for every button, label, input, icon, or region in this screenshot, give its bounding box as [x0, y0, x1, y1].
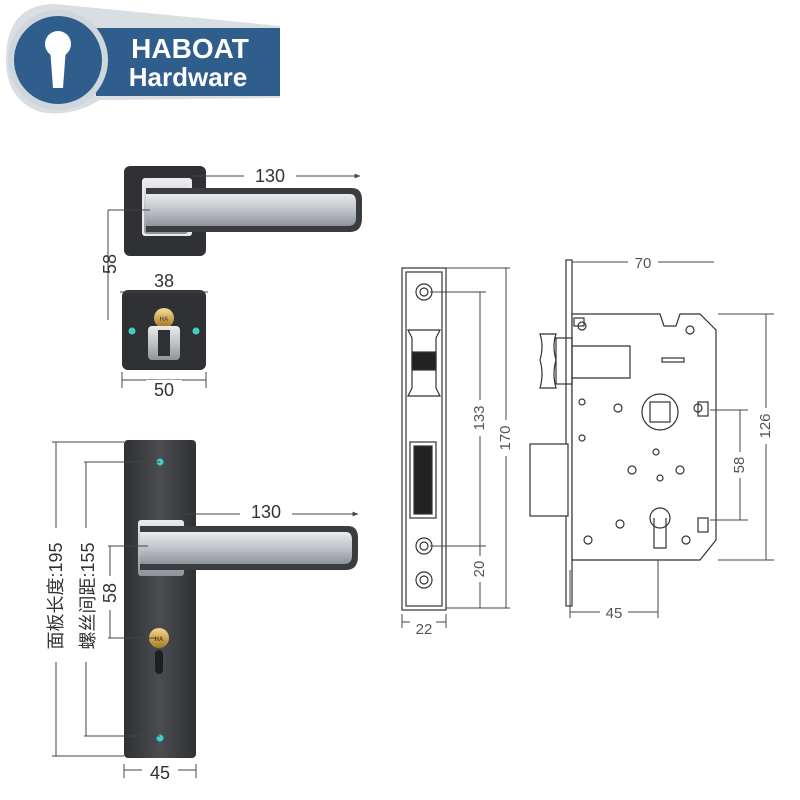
svg-text:HA: HA	[155, 637, 164, 643]
screw-marker-right	[192, 327, 200, 335]
screw-marker-left	[128, 327, 136, 335]
top-handle-length-label: 130	[255, 166, 285, 186]
plate-handle-length-label: 130	[251, 502, 281, 522]
keyhole-icon	[45, 31, 71, 88]
faceplate-height-label: 170	[497, 425, 514, 450]
escutcheon-dims: 38 50	[120, 271, 208, 400]
plate-handle-dims: 130 面板长度:195 螺丝间距:155 58 45	[44, 441, 359, 784]
lever-body	[146, 194, 356, 226]
faceplate-drawing	[401, 267, 447, 611]
faceplate-width-label: 22	[416, 621, 433, 638]
plate-length-label: 面板长度:195	[46, 542, 66, 649]
faceplate-dims: 133 170 20 22	[401, 267, 518, 638]
plate-handle-height-label: 58	[100, 583, 120, 603]
plate-handle-drawing: HA	[124, 440, 358, 758]
top-handle-drawing	[124, 166, 362, 256]
escutcheon-hole-spacing-label: 38	[154, 271, 174, 291]
brand-logo: HABOAT Hardware	[6, 4, 280, 114]
screw-spacing-label: 螺丝间距:155	[78, 542, 98, 649]
mortise-body-drawing	[529, 259, 717, 607]
mortise-backset-label: 45	[606, 605, 623, 622]
brand-subtitle: Hardware	[129, 62, 248, 92]
mortise-height-label: 126	[757, 413, 774, 438]
top-handle-height-label: 58	[100, 254, 120, 274]
mortise-width-label: 70	[635, 255, 652, 272]
svg-text:HA: HA	[160, 317, 169, 323]
escutcheon-width-label: 50	[154, 380, 174, 400]
plate-cylinder-face	[149, 628, 169, 648]
top-handle-dims: 130 58	[100, 164, 361, 320]
logo-banner	[96, 28, 280, 96]
escutcheon-drawing: HA	[122, 290, 206, 370]
long-plate	[124, 440, 196, 758]
mortise-body-dims: 70 126 58 45	[569, 252, 778, 622]
faceplate-lower-offset-label: 20	[471, 561, 488, 578]
brand-name: HABOAT	[131, 33, 249, 64]
plate-width-label: 45	[150, 763, 170, 783]
mortise-spindle-label: 58	[731, 457, 748, 474]
faceplate-screw-spacing-label: 133	[471, 405, 488, 430]
plate-lever-body	[140, 532, 352, 564]
